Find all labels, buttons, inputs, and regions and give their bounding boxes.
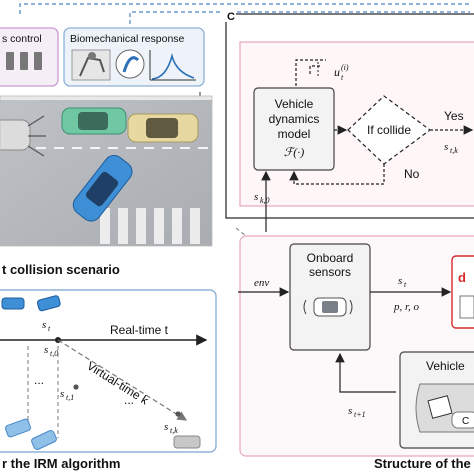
blue-car-icon-3 <box>5 418 31 438</box>
vehicle-c-label: C <box>462 416 469 427</box>
no-loop-arrow <box>289 164 385 185</box>
s-t1-label: s <box>60 388 64 400</box>
response-curve-icon <box>149 50 196 81</box>
blue-car <box>72 154 133 222</box>
dots-1: ... <box>34 373 44 387</box>
top-left-caption: t collision scenario <box>2 262 120 277</box>
collision-scene <box>0 95 213 247</box>
yellow-car <box>127 113 199 143</box>
blue-car-icon-1 <box>1 297 25 310</box>
vehicle-topview-icon <box>415 383 474 433</box>
s-tk-sub: t,k <box>170 426 178 435</box>
u-sup: (i) <box>341 63 349 72</box>
vehicle-model-box <box>253 87 335 171</box>
blue-car-icon-2 <box>36 295 61 312</box>
decision-icon <box>459 295 474 319</box>
s-t1-sub: t,1 <box>66 393 74 402</box>
s-t-label: s <box>42 319 46 331</box>
vehicle-model-line-2: dynamics <box>269 112 320 126</box>
s-tk-label: s <box>164 421 168 433</box>
s-t-right-sub: t <box>404 280 407 289</box>
control-input-loop-a <box>295 59 326 86</box>
head-model-icon <box>115 49 145 79</box>
s-t-sub: t <box>48 324 51 333</box>
onboard-label-2: sensors <box>309 265 351 279</box>
decision-box <box>451 255 474 329</box>
grey-car-icon <box>173 435 201 449</box>
biomech-box: Biomechanical response <box>63 27 205 87</box>
pro-label: p, r, o <box>393 301 420 313</box>
crosswalk <box>100 208 200 244</box>
irm-panel: s t Real-time t s t,0 Virtual-time k s t… <box>0 289 217 453</box>
vehicle-label: Vehicle <box>426 359 465 373</box>
blue-car-icon-4 <box>31 429 57 451</box>
vehicle-model-line-1: Vehicle <box>275 97 314 111</box>
control-input-loop-b <box>309 65 320 74</box>
s-t0-label: s <box>44 344 48 356</box>
s-tk-c-label: s <box>444 141 448 153</box>
green-car <box>61 107 127 135</box>
s-t1-right-label: s <box>348 405 352 417</box>
s-k0-sub: k,0 <box>260 196 270 205</box>
dots-2: ... <box>124 393 134 407</box>
env-label: env <box>254 277 269 289</box>
u-label: u <box>334 65 340 79</box>
s-t-right-label: s <box>398 275 402 287</box>
if-collide-label: If collide <box>367 123 411 137</box>
control-pedals-icon <box>6 52 42 70</box>
decision-d-label: d <box>458 270 466 285</box>
vehicle-model-func: ℱ(·) <box>284 145 304 159</box>
structure-panel: Onboard sensors env s t p, r, o d s t+1 … <box>235 227 474 457</box>
controls-label: s control <box>2 33 42 45</box>
onboard-label-1: Onboard <box>307 251 354 265</box>
yes-label: Yes <box>444 109 464 123</box>
occupant-figure-icon <box>71 49 111 81</box>
onboard-sensors-box <box>289 243 371 351</box>
state-point-tk <box>175 411 181 417</box>
silver-car-left <box>0 115 46 157</box>
s-t1-right-sub: t+1 <box>354 410 366 419</box>
biomech-label: Biomechanical response <box>70 33 185 45</box>
state-point-t1 <box>73 384 79 390</box>
virtual-axis <box>57 339 188 421</box>
s-t0-sub: t,0 <box>50 349 58 358</box>
realtime-label: Real-time t <box>110 323 169 337</box>
top-dashed-links <box>19 3 470 24</box>
u-sub: t <box>341 73 344 82</box>
controls-box: s control <box>0 27 59 87</box>
panel-c-letter: C <box>227 11 235 23</box>
s-tk-c-sub: t,k <box>450 146 458 155</box>
panel-c: C Vehicle dynamics model ℱ(·) If collide… <box>222 8 474 232</box>
bottom-right-caption: Structure of the <box>374 456 471 471</box>
s-k0-label: s <box>254 191 258 203</box>
no-label: No <box>404 167 420 181</box>
feedback-arrow <box>335 352 396 393</box>
sensor-car-icon <box>303 297 353 317</box>
bottom-left-caption: r the IRM algorithm <box>2 456 120 471</box>
vehicle-model-line-3: model <box>278 127 311 141</box>
